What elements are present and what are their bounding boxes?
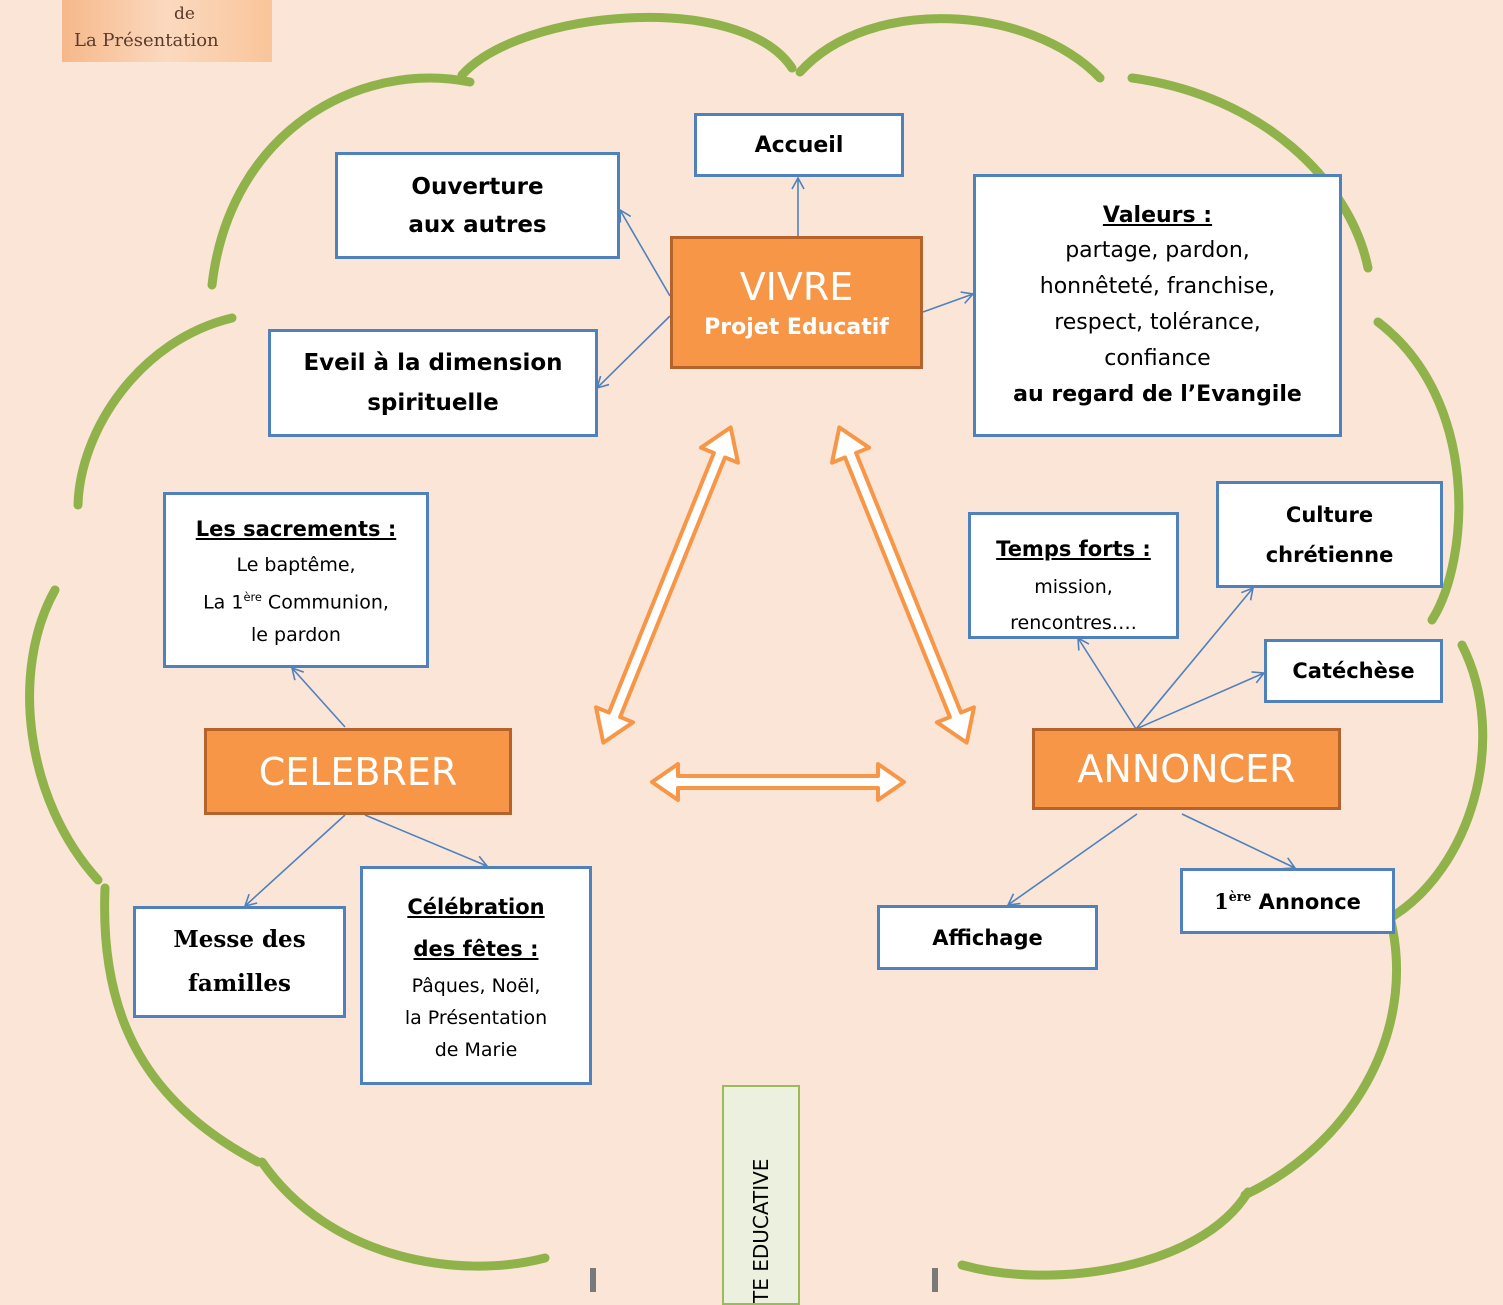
sacrements-line-2-pre: La 1 [203,591,244,614]
affichage-box: Affichage [877,905,1098,970]
culture-box: Culture chrétienne [1216,481,1443,588]
arrow-to-temps-forts [1077,636,1137,730]
celebration-box: Célébration des fêtes : Pâques, Noël, la… [360,866,592,1085]
vertical-label-box: TE EDUCATIVE [722,1085,800,1305]
affichage-label: Affichage [932,925,1043,950]
cloud-arc-lower-right [1385,640,1488,923]
ouverture-box: Ouverture aux autres [335,152,620,259]
school-logo: de La Présentation [62,0,272,62]
messe-box: Messe des familles [133,906,346,1018]
connector-arrows [243,176,1297,908]
cloud-outline [25,13,1488,1280]
ouverture-line-2: aux autres [408,211,547,238]
temps-forts-line-2: rencontres…. [1010,612,1137,634]
valeurs-line-5: au regard de l’Evangile [1013,382,1302,407]
double-arrows [594,425,976,802]
valeurs-line-3: respect, tolérance, [1054,310,1261,335]
valeurs-box: Valeurs : partage, pardon, honnêteté, fr… [973,174,1342,437]
sacrements-line-1: Le baptême, [236,554,356,577]
cloud-arc-left [25,585,103,885]
culture-line-1: Culture [1285,502,1374,527]
annonce-pre: 1 [1214,888,1229,914]
trunk-left [590,1268,596,1292]
celebration-heading-2: des fêtes : [413,936,539,961]
arrow-to-celebration [364,814,489,869]
temps-forts-line-1: mission, [1034,576,1113,598]
accueil-box: Accueil [694,113,904,177]
cloud-arc-top-right [795,14,1105,83]
arrow-to-affichage [1006,813,1138,906]
cloud-arc-bottom-left [257,1157,550,1271]
vivre-title: VIVRE [739,265,854,309]
cloud-arc-lower-left [100,883,263,1167]
eveil-line-1: Eveil à la dimension [303,350,563,376]
double-arrow-vivre-annoncer [830,425,976,745]
culture-line-2: chrétienne [1265,542,1394,567]
ouverture-line-1: Ouverture [411,173,544,200]
cloud-arc-top-left [207,73,475,290]
catechese-label: Catéchèse [1292,659,1415,683]
valeurs-heading: Valeurs : [1102,203,1213,228]
arrow-to-valeurs [922,291,975,313]
cloud-arc-right [1373,317,1464,625]
valeurs-line-1: partage, pardon, [1065,238,1250,263]
arrow-to-culture [1135,586,1255,730]
arrow-to-ouverture [619,208,671,297]
annonce-sup: ère [1228,888,1252,904]
eveil-line-2: spirituelle [367,390,499,416]
eveil-box: Eveil à la dimension spirituelle [268,329,598,437]
celebrer-box: CELEBRER [204,728,512,815]
valeurs-line-2: honnêteté, franchise, [1039,274,1276,299]
sacrements-line-3: le pardon [251,623,341,646]
catechese-box: Catéchèse [1264,639,1443,703]
sacrements-box: Les sacrements : Le baptême, La 1ère Com… [163,492,429,668]
sacrements-line-2: La 1ère Communion, [203,581,389,618]
accueil-label: Accueil [754,132,844,158]
annonce-post: Annonce [1251,889,1361,914]
vertical-label: TE EDUCATIVE [749,1158,773,1303]
celebration-line-3: de Marie [434,1038,518,1061]
cloud-arc-bottom-right-inner [957,1187,1253,1280]
cloud-arc-bottom-right [1240,905,1401,1200]
valeurs-line-4: confiance [1104,346,1211,371]
annonce-box: 1ère Annonce [1180,868,1395,934]
arrow-to-eveil [595,315,671,390]
logo-line-2: La Présentation [74,30,219,51]
annonce-label: 1ère Annonce [1214,889,1361,914]
sacrements-line-2-post: Communion, [261,591,389,614]
celebration-heading-1: Célébration [407,894,545,919]
trunk-right [932,1268,938,1292]
temps-forts-box: Temps forts : mission, rencontres…. [968,512,1179,639]
celebrer-title: CELEBRER [258,749,458,794]
annoncer-title: ANNONCER [1077,747,1296,791]
arrow-to-catechese [1135,671,1266,730]
sacrements-line-2-sup: ère [243,590,262,605]
cloud-arc-top-middle [457,13,797,80]
sacrements-heading: Les sacrements : [195,517,397,542]
arrow-to-annonce [1181,813,1297,870]
celebration-line-1: Pâques, Noël, [411,974,541,997]
double-arrow-celebrer-annoncer [650,762,906,802]
arrow-to-messe [243,814,346,908]
vivre-box: VIVRE Projet Educatif [670,236,923,369]
celebration-line-2: la Présentation [404,1006,548,1029]
logo-line-1: de [174,4,195,24]
cloud-arc-upper-left [73,313,237,510]
temps-forts-heading: Temps forts : [996,537,1151,561]
annoncer-box: ANNONCER [1032,728,1341,810]
vivre-subtitle: Projet Educatif [704,315,889,340]
cloud-arc-upper-right [1127,73,1373,273]
messe-line-1: Messe des [173,926,306,953]
arrow-to-sacrements [290,666,346,728]
double-arrow-vivre-celebrer [594,425,740,745]
messe-line-2: familles [188,970,291,997]
